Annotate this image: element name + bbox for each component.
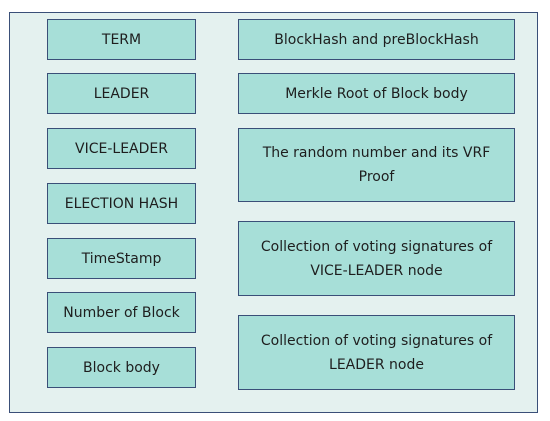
- field-leader-signatures: Collection of voting signatures of LEADE…: [238, 315, 515, 390]
- field-number-of-block: Number of Block: [47, 292, 196, 333]
- field-vice-leader: VICE-LEADER: [47, 128, 196, 169]
- field-leader: LEADER: [47, 73, 196, 114]
- field-vrf-proof: The random number and its VRF Proof: [238, 128, 515, 202]
- field-block-body: Block body: [47, 347, 196, 388]
- field-merkle-root: Merkle Root of Block body: [238, 73, 515, 114]
- field-vice-leader-signatures: Collection of voting signatures of VICE-…: [238, 221, 515, 296]
- field-blockhash: BlockHash and preBlockHash: [238, 19, 515, 60]
- field-election-hash: ELECTION HASH: [47, 183, 196, 224]
- field-timestamp: TimeStamp: [47, 238, 196, 279]
- field-term: TERM: [47, 19, 196, 60]
